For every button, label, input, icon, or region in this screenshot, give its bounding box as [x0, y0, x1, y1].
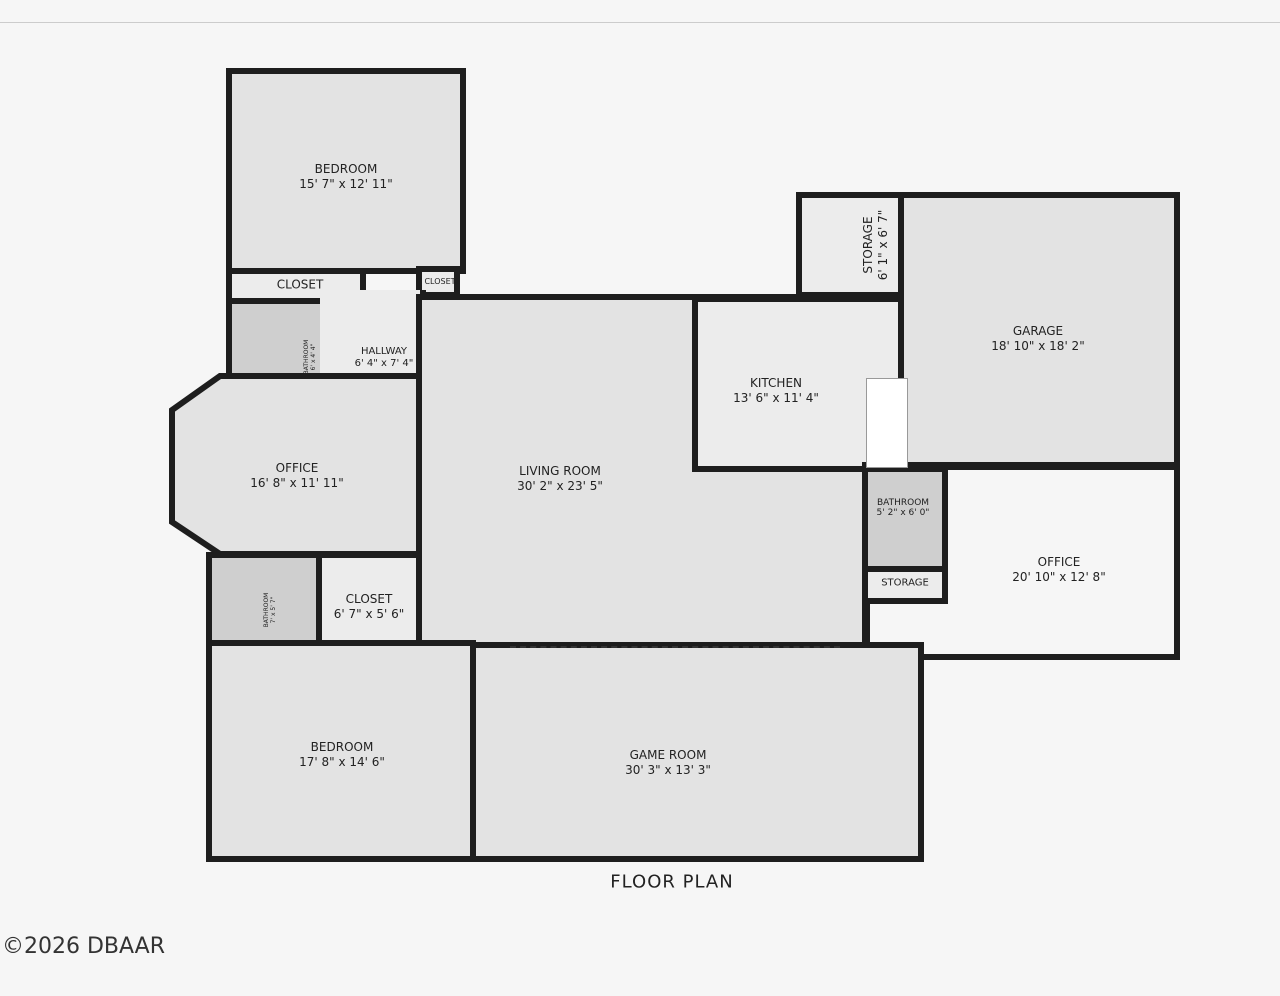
room-dims: 6' 4" x 7' 4" [354, 358, 414, 369]
bathroom-bottom [206, 552, 324, 646]
room-dims: 17' 8" x 14' 6" [299, 755, 385, 769]
room-dims: 7' x 5' 7" [270, 596, 277, 624]
page-top-line [0, 22, 1280, 23]
room-name: LIVING ROOM [519, 464, 601, 478]
office-right [862, 462, 1180, 660]
watermark: ©2026 DBAAR [2, 934, 166, 959]
room-dims: 13' 6" x 11' 4" [733, 391, 819, 405]
room-dims: 16' 8" x 11' 11" [250, 476, 344, 490]
room-dims: 30' 2" x 23' 5" [517, 479, 603, 493]
garage [898, 192, 1180, 470]
room-name: BEDROOM [314, 162, 378, 176]
room-name: KITCHEN [750, 376, 802, 390]
room-name: OFFICE [1037, 555, 1081, 569]
living-game-opening [510, 646, 840, 648]
room-dims: 20' 10" x 12' 8" [1012, 570, 1106, 584]
bedroom-top [226, 68, 466, 274]
storage-top [796, 192, 904, 298]
floor-plan-title: FLOOR PLAN [610, 871, 734, 893]
room-name: CLOSET [345, 592, 393, 606]
room-name: BEDROOM [310, 740, 374, 754]
room-name: HALLWAY [360, 346, 408, 357]
room-name: BATHROOM [263, 592, 270, 628]
room-name: GARAGE [1012, 324, 1064, 338]
room-dims: 15' 7" x 12' 11" [299, 177, 393, 191]
room-name: GAME ROOM [629, 748, 707, 762]
room-dims: 5' 2" x 6' 0" [876, 508, 930, 518]
room-dims: 6' x 4' 4" [310, 343, 317, 371]
room-name: STORAGE [881, 577, 929, 589]
room-dims: 18' 10" x 18' 2" [991, 339, 1085, 353]
room-name: CLOSET [276, 277, 324, 292]
room-name: BATHROOM [303, 339, 310, 375]
room-name: CLOSET [424, 277, 456, 286]
label-storage-right: STORAGE [881, 576, 929, 591]
window-opening [866, 378, 908, 468]
room-dims: 30' 3" x 13' 3" [625, 763, 711, 777]
label-closet-top: CLOSET [277, 278, 324, 293]
room-dims: 6' 1" x 6' 7" [876, 209, 890, 281]
label-closet-small: CLOSET [424, 277, 455, 287]
game-room [470, 642, 924, 862]
room-name: OFFICE [275, 461, 319, 475]
room-name: STORAGE [861, 216, 875, 274]
room-name: BATHROOM [876, 498, 930, 508]
room-dims: 6' 7" x 5' 6" [333, 607, 405, 621]
